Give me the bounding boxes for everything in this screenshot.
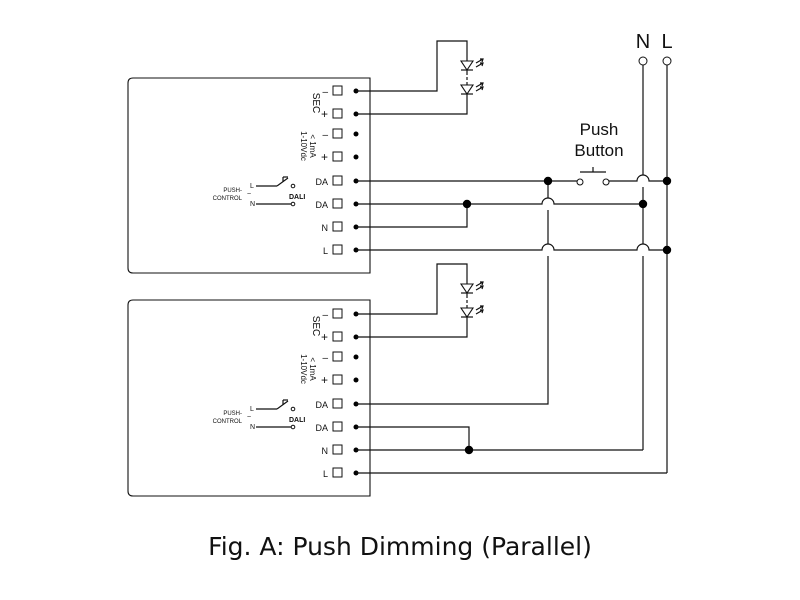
terminal-label: + [321, 107, 328, 121]
terminal-label: + [321, 373, 328, 387]
svg-text:CONTROL: CONTROL [213, 419, 243, 425]
live-supply-label: L [661, 31, 672, 53]
push-button-label-line2: Button [574, 141, 623, 160]
terminal-label: DA [315, 400, 328, 410]
terminal-box [332, 351, 343, 362]
svg-text:N: N [250, 201, 255, 208]
terminal-box [332, 467, 343, 478]
terminal-box [332, 198, 343, 209]
led-module-1 [356, 40, 484, 115]
sec-label: SEC [310, 316, 321, 337]
dim-range-label: 1-10Vdc [299, 354, 308, 384]
terminal-label: – [322, 353, 328, 364]
terminal-label: L [323, 469, 328, 479]
terminal-label: N [322, 446, 329, 456]
dim-current-label: < 1mA [308, 134, 317, 158]
svg-text:~: ~ [247, 414, 251, 421]
terminal-label: – [322, 87, 328, 98]
push-button-symbol [576, 167, 610, 186]
push-control-switch: PUSH- CONTROL ~ L N DALI [213, 399, 305, 431]
terminal-box [332, 444, 343, 455]
svg-text:DALI: DALI [289, 194, 305, 201]
terminal-box [332, 221, 343, 232]
push-control-switch: PUSH- CONTROL ~ L N DALI [213, 176, 305, 208]
svg-text:L: L [250, 406, 254, 413]
sec-label: SEC [310, 93, 321, 114]
svg-text:N: N [250, 424, 255, 431]
terminal-label: DA [315, 177, 328, 187]
terminal-box [332, 308, 343, 319]
terminal-label: L [323, 246, 328, 256]
terminal-box [332, 85, 343, 96]
svg-text:CONTROL: CONTROL [213, 196, 243, 202]
terminal-box [332, 175, 343, 186]
driver-1: SEC 1-10Vdc < 1mA – + – + DA DA N L PUSH… [127, 77, 371, 274]
neutral-supply-label: N [636, 31, 650, 53]
terminal-label: DA [315, 423, 328, 433]
dim-range-label: 1-10Vdc [299, 131, 308, 161]
driver-2: SEC 1-10Vdc < 1mA – + – + DA DA N L PUSH… [127, 299, 371, 497]
wiring [356, 65, 672, 474]
terminal-box [332, 244, 343, 255]
neutral-supply-terminal [638, 56, 648, 66]
terminal-label: – [322, 310, 328, 321]
terminal-label: – [322, 130, 328, 141]
terminal-box [332, 108, 343, 119]
svg-text:~: ~ [247, 191, 251, 198]
terminal-label: + [321, 330, 328, 344]
svg-text:PUSH-: PUSH- [223, 411, 242, 417]
terminal-label: N [322, 223, 329, 233]
terminal-box [332, 398, 343, 409]
live-supply-terminal [662, 56, 672, 66]
terminal-box [332, 151, 343, 162]
terminal-box [332, 128, 343, 139]
terminal-label: + [321, 150, 328, 164]
terminal-box [332, 421, 343, 432]
dim-current-label: < 1mA [308, 357, 317, 381]
svg-text:PUSH-: PUSH- [223, 188, 242, 194]
svg-text:L: L [250, 183, 254, 190]
figure-caption: Fig. A: Push Dimming (Parallel) [208, 532, 592, 561]
terminal-box [332, 331, 343, 342]
terminal-label: DA [315, 200, 328, 210]
led-module-2 [356, 263, 484, 338]
terminal-box [332, 374, 343, 385]
svg-text:DALI: DALI [289, 417, 305, 424]
push-button-label-line1: Push [580, 120, 619, 139]
